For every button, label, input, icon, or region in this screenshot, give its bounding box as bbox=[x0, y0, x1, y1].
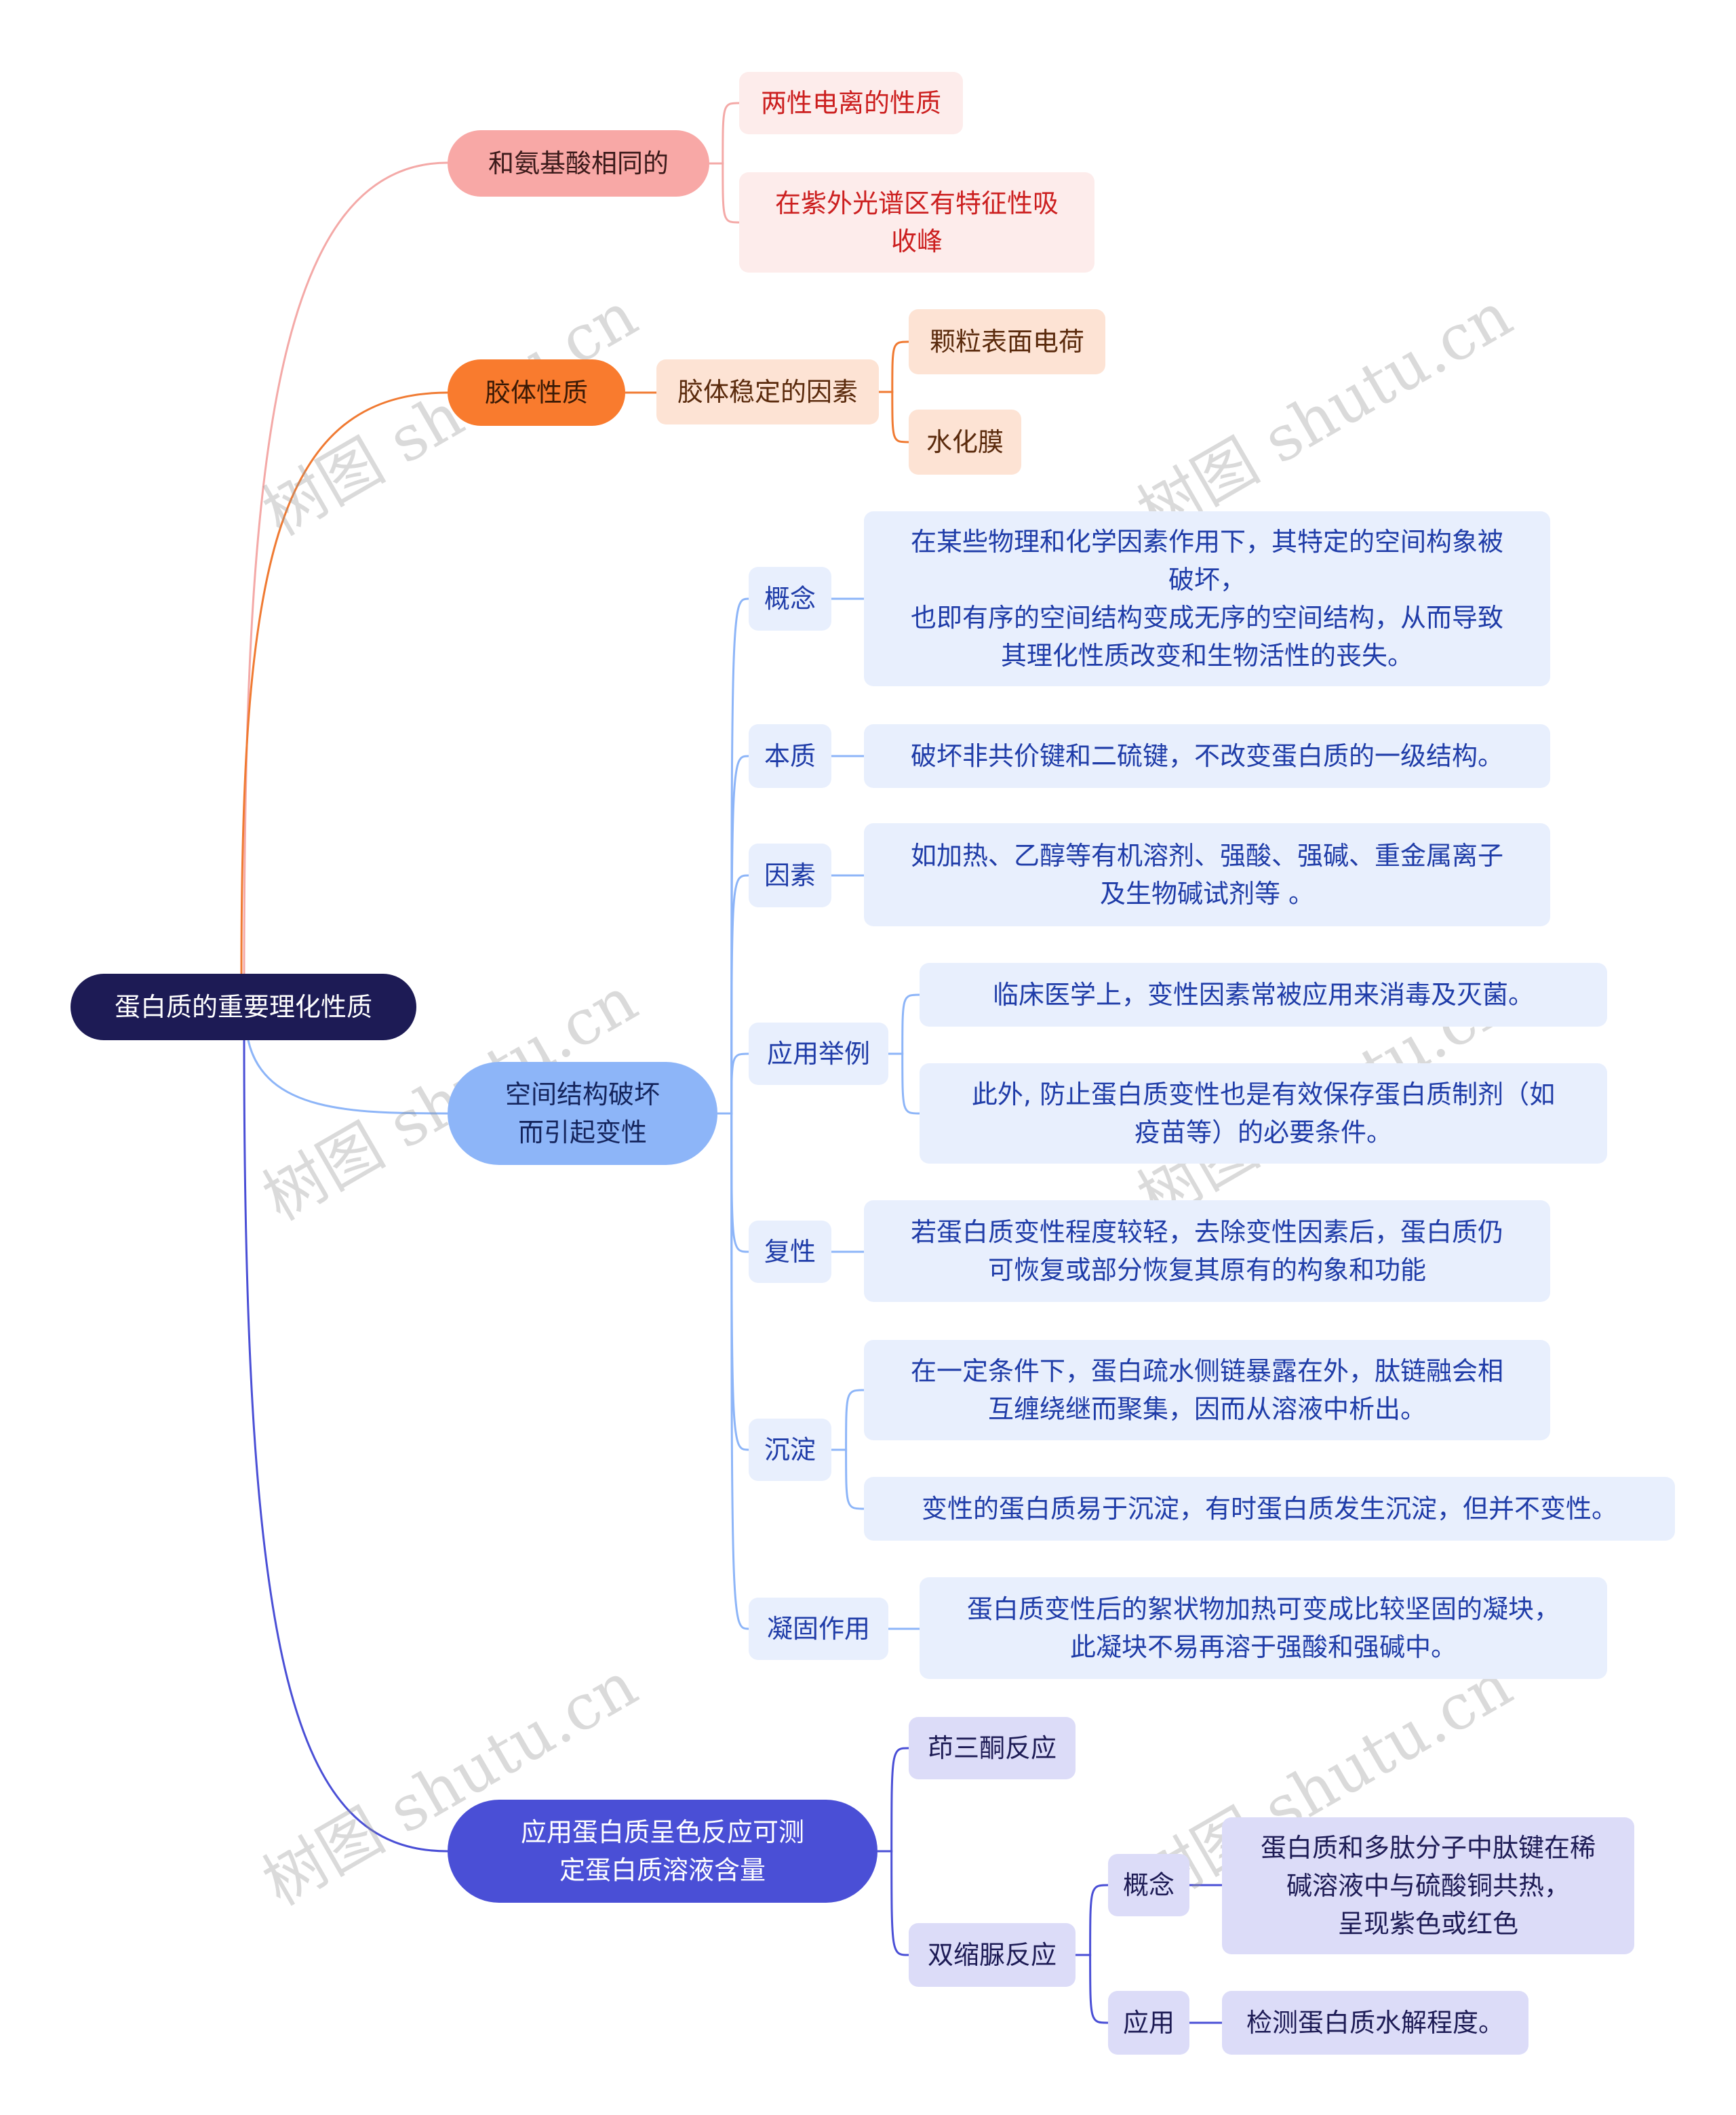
leaf-precipitation-note[interactable]: 变性的蛋白质易于沉淀，有时蛋白质发生沉淀，但并不变性。 bbox=[864, 1477, 1675, 1541]
connector-line bbox=[717, 1052, 749, 1115]
connector-line bbox=[1076, 1884, 1109, 1956]
connector-root-branch2 bbox=[240, 391, 448, 974]
connector-line bbox=[831, 1389, 865, 1451]
leaf-concept-text[interactable]: 在某些物理和化学因素作用下，其特定的空间构象被 破坏， 也即有序的空间结构变成无… bbox=[864, 511, 1550, 686]
leaf-factors-text[interactable]: 如加热、乙醇等有机溶剂、强酸、强碱、重金属离子 及生物碱试剂等 。 bbox=[864, 823, 1550, 926]
branch-colloid[interactable]: 胶体性质 bbox=[448, 359, 625, 426]
node-renaturation[interactable]: 复性 bbox=[749, 1221, 831, 1283]
connector-root-branch1 bbox=[243, 161, 448, 974]
connector-line bbox=[717, 874, 749, 1115]
leaf-amphoteric-ionization[interactable]: 两性电离的性质 bbox=[739, 72, 963, 134]
leaf-biuret-concept-text[interactable]: 蛋白质和多肽分子中肽键在稀 碱溶液中与硫酸铜共热， 呈现紫色或红色 bbox=[1222, 1817, 1634, 1954]
connector-line bbox=[717, 1112, 749, 1451]
node-biuret-concept[interactable]: 概念 bbox=[1108, 1854, 1189, 1916]
branch-amino-acid-same[interactable]: 和氨基酸相同的 bbox=[448, 130, 709, 197]
connector-line bbox=[709, 102, 740, 165]
connector-line bbox=[888, 993, 920, 1055]
node-colloid-stability-factors[interactable]: 胶体稳定的因素 bbox=[656, 359, 879, 424]
leaf-precipitation-mechanism[interactable]: 在一定条件下，蛋白疏水侧链暴露在外，肽链融会相 互缠绕继而聚集，因而从溶液中析出… bbox=[864, 1340, 1550, 1440]
node-concept[interactable]: 概念 bbox=[749, 567, 831, 631]
connector-root-branch4 bbox=[243, 1040, 448, 1853]
node-ninhydrin-reaction[interactable]: 茚三酮反应 bbox=[909, 1717, 1076, 1779]
leaf-essence-text[interactable]: 破坏非共价键和二硫键，不改变蛋白质的一级结构。 bbox=[864, 724, 1550, 788]
leaf-surface-charge[interactable]: 颗粒表面电荷 bbox=[909, 309, 1105, 374]
connector-line bbox=[717, 1112, 749, 1630]
leaf-hydration-film[interactable]: 水化膜 bbox=[909, 410, 1021, 475]
connector-line bbox=[879, 340, 909, 393]
connector-line bbox=[877, 1747, 909, 1853]
connector-line bbox=[879, 391, 909, 443]
node-biuret-application[interactable]: 应用 bbox=[1108, 1991, 1189, 2055]
leaf-renaturation-text[interactable]: 若蛋白质变性程度较轻，去除变性因素后，蛋白质仍 可恢复或部分恢复其原有的构象和功… bbox=[864, 1200, 1550, 1302]
branch-color-reaction[interactable]: 应用蛋白质呈色反应可测 定蛋白质溶液含量 bbox=[448, 1800, 877, 1903]
connector-line bbox=[888, 1052, 920, 1115]
leaf-application-vaccine[interactable]: 此外, 防止蛋白质变性也是有效保存蛋白质制剂（如 疫苗等）的必要条件。 bbox=[920, 1063, 1607, 1164]
leaf-coagulation-text[interactable]: 蛋白质变性后的絮状物加热可变成比较坚固的凝块， 此凝块不易再溶于强酸和强碱中。 bbox=[920, 1577, 1607, 1679]
branch-denaturation[interactable]: 空间结构破坏 而引起变性 bbox=[448, 1062, 717, 1165]
connector-line bbox=[877, 1850, 909, 1956]
connector-line bbox=[709, 162, 740, 224]
connector-line bbox=[717, 1112, 749, 1253]
node-factors[interactable]: 因素 bbox=[749, 844, 831, 907]
connector-root-branch3 bbox=[247, 1040, 448, 1115]
leaf-uv-absorption[interactable]: 在紫外光谱区有特征性吸 收峰 bbox=[739, 172, 1094, 273]
node-application-examples[interactable]: 应用举例 bbox=[749, 1023, 888, 1085]
connector-line bbox=[831, 1448, 865, 1510]
node-essence[interactable]: 本质 bbox=[749, 724, 831, 788]
leaf-application-clinical[interactable]: 临床医学上，变性因素常被应用来消毒及灭菌。 bbox=[920, 963, 1607, 1027]
node-coagulation[interactable]: 凝固作用 bbox=[749, 1598, 888, 1660]
connector-line bbox=[1076, 1954, 1109, 2024]
node-biuret-reaction[interactable]: 双缩脲反应 bbox=[909, 1923, 1076, 1987]
node-precipitation[interactable]: 沉淀 bbox=[749, 1419, 831, 1481]
leaf-biuret-application-text[interactable]: 检测蛋白质水解程度。 bbox=[1222, 1991, 1528, 2055]
root-node[interactable]: 蛋白质的重要理化性质 bbox=[71, 974, 416, 1040]
